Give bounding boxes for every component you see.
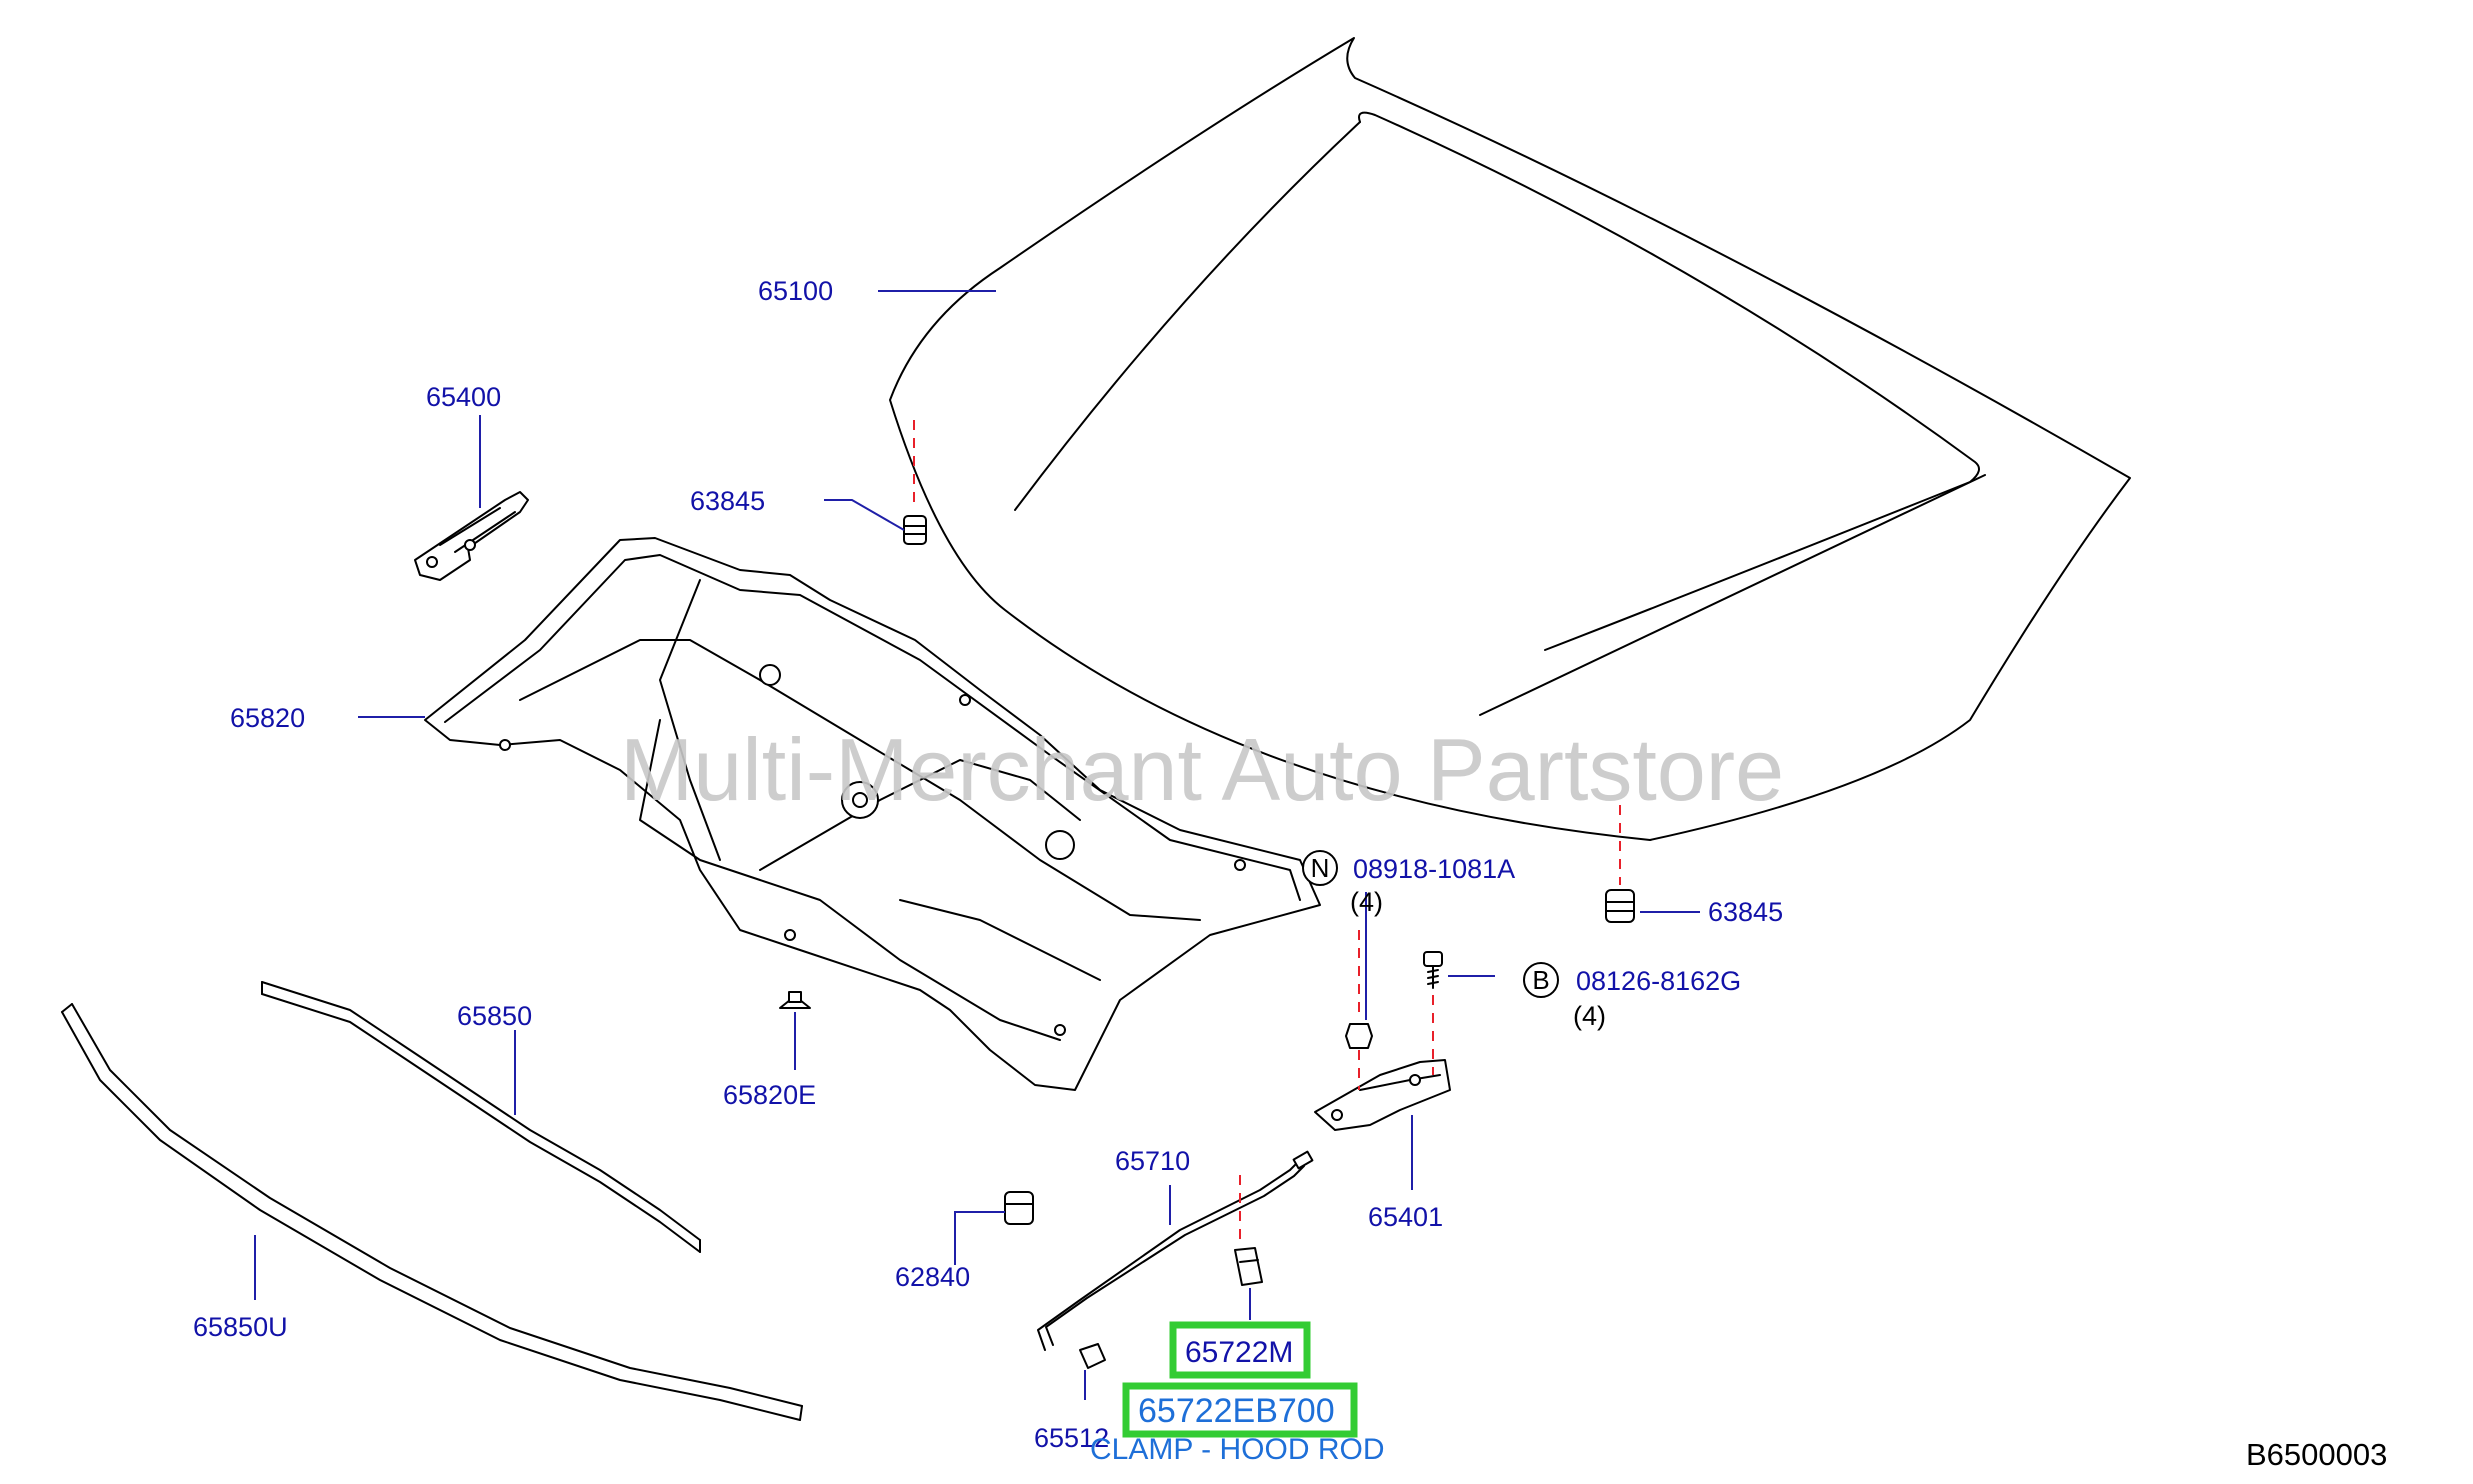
- clamp-code-highlight-box: [1169, 1321, 1311, 1379]
- callout-63845-top[interactable]: 63845: [690, 486, 765, 516]
- hood-seal-upper-illustration: [261, 981, 701, 1253]
- bolt-callout[interactable]: B 08126-8162G (4): [1523, 962, 1741, 1031]
- callout-65722m[interactable]: 65722M: [1185, 1336, 1293, 1369]
- callout-65100[interactable]: 65100: [758, 276, 833, 306]
- callout-65400[interactable]: 65400: [426, 382, 501, 412]
- callout-65512[interactable]: 65512: [1034, 1423, 1109, 1453]
- callout-62840[interactable]: 62840: [895, 1262, 970, 1292]
- bolt-illustration: [1423, 951, 1443, 989]
- highlighted-part-number[interactable]: 65722EB700: [1138, 1392, 1335, 1430]
- assembly-guide-lines: [913, 420, 1621, 1245]
- hood-rod-illustration: [1037, 1150, 1314, 1351]
- hood-insulator-illustration: [424, 537, 1321, 1091]
- callout-65850[interactable]: 65850: [457, 1001, 532, 1031]
- callout-65710[interactable]: 65710: [1115, 1146, 1190, 1176]
- callout-65820e[interactable]: 65820E: [723, 1080, 816, 1110]
- bolt-quantity: (4): [1573, 1001, 1606, 1031]
- clamp-code-highlight[interactable]: 65722M: [1169, 1321, 1311, 1379]
- nut-quantity: (4): [1350, 887, 1383, 917]
- hood-rod-clamp-illustration: [1234, 1247, 1263, 1286]
- nut-symbol: N: [1311, 853, 1330, 883]
- clamp-part-number-highlight-box: [1122, 1382, 1358, 1438]
- bolt-symbol-circle: [1523, 962, 1559, 998]
- hood-hinge-left-illustration: [414, 491, 529, 581]
- hood-panel-illustration: [889, 37, 2131, 841]
- bumper-rubber-top-illustration: [903, 515, 927, 545]
- callout-63845-bottom[interactable]: 63845: [1708, 897, 1783, 927]
- bolt-symbol: B: [1532, 965, 1549, 995]
- callout-65401[interactable]: 65401: [1368, 1202, 1443, 1232]
- stay-grommet-illustration: [1004, 1191, 1034, 1225]
- nut-part-number[interactable]: 08918-1081A: [1353, 854, 1515, 884]
- diagram-id: B6500003: [2246, 1437, 2387, 1472]
- callout-65820[interactable]: 65820: [230, 703, 305, 733]
- insulator-clip-illustration: [779, 991, 811, 1009]
- clamp-part-number-highlight[interactable]: 65722EB700: [1122, 1382, 1358, 1438]
- nut-illustration: [1345, 1023, 1373, 1049]
- watermark-text: Multi-Merchant Auto Partstore: [620, 720, 1784, 819]
- rod-holder-illustration: [1079, 1343, 1106, 1369]
- hood-seal-lower-illustration: [61, 1003, 803, 1421]
- bumper-rubber-bottom-illustration: [1605, 889, 1635, 923]
- callout-65850u[interactable]: 65850U: [193, 1312, 288, 1342]
- leader-lines: [254, 290, 1700, 1400]
- highlighted-part-description: CLAMP - HOOD ROD: [1090, 1433, 1384, 1466]
- nut-callout[interactable]: N 08918-1081A (4): [1302, 850, 1515, 917]
- hood-hinge-right-illustration: [1314, 1059, 1451, 1131]
- bolt-part-number[interactable]: 08126-8162G: [1576, 966, 1741, 996]
- nut-symbol-circle: [1302, 850, 1338, 886]
